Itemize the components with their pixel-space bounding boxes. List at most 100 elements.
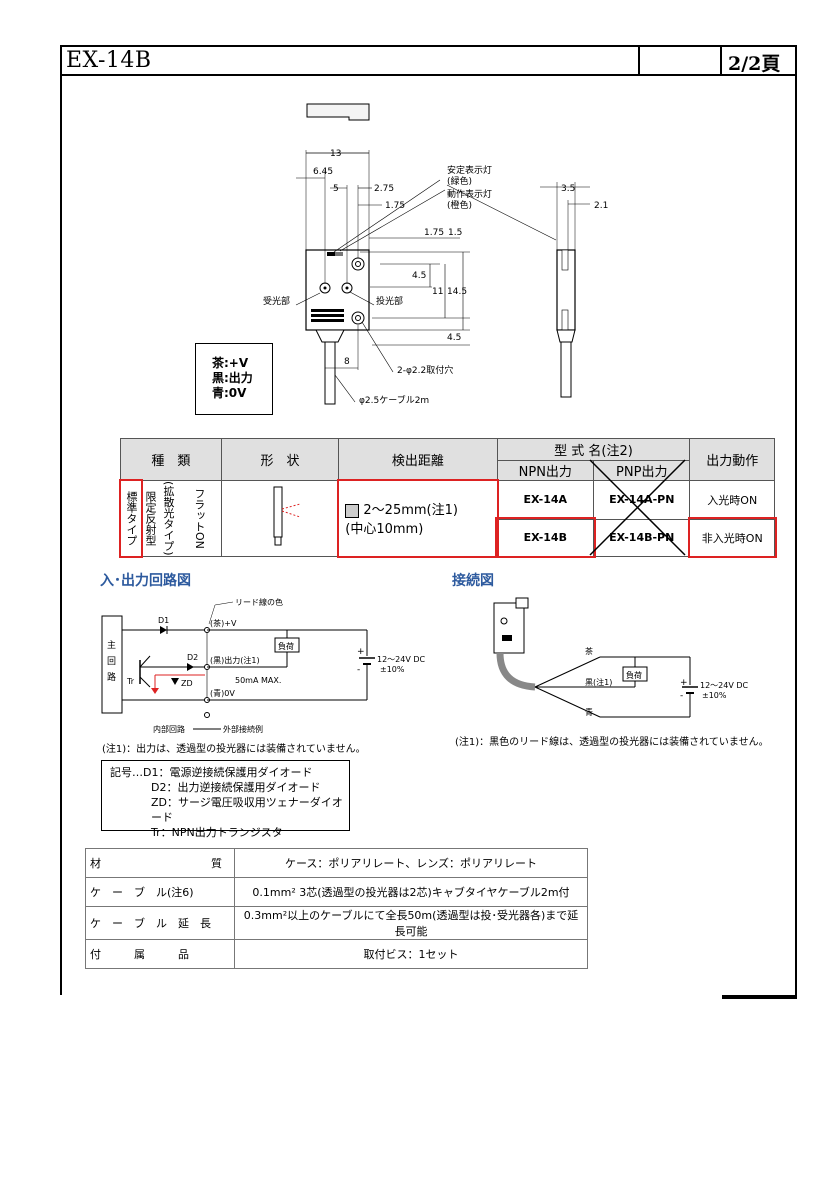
tr-label: Tr [126, 677, 135, 686]
wiring-supply-label: 12〜24V DC [700, 681, 749, 690]
cable-extension-value: 0.3mm²以上のケーブルにて全長50m(透過型は投･受光器各)まで延長可能 [234, 906, 588, 940]
wiring-black-label: 黒(注1) [585, 677, 612, 687]
header-shape: 形 状 [220, 438, 340, 481]
document-id: EX-14B [66, 48, 152, 73]
dim-4-5-b: 4.5 [447, 333, 461, 343]
header-range: 検出距離 [338, 438, 498, 481]
dim-5: 5 [333, 184, 339, 194]
header-npn: NPN出力 [496, 460, 595, 481]
model-spec-table: 種 類 形 状 検出距離 型 式 名(注2) 出力動作 NPN出力 PNP出力 … [118, 438, 777, 559]
wire-plus-label: (茶)+V [210, 618, 237, 628]
cable-value: 0.1mm² 3芯(透過型の投光器は2芯)キャブタイヤケーブル2m付 [234, 877, 588, 907]
wire-zero-label: (青)0V [210, 688, 235, 698]
row2-action: 非入光時ON [687, 517, 777, 559]
frame-bottom-mark [722, 995, 797, 999]
wire-code-blue: 青:0V [212, 386, 247, 400]
dim-1-75-b: 1.75 [424, 228, 444, 238]
wiring-blue-label: 青 [585, 707, 593, 717]
row1-action: 入光時ON [689, 480, 775, 520]
type-diffuse: (拡散光タイプ) [158, 480, 177, 557]
load-label: 負荷 [278, 641, 294, 651]
header-divider [638, 45, 640, 76]
frame-left-border [60, 75, 62, 995]
legend-tr: Tr：NPN出力トランジスタ [151, 826, 283, 839]
stable-led-label: 安定表示灯 [447, 164, 492, 176]
dim-8: 8 [344, 357, 350, 367]
external-example-label: 外部接続例 [223, 724, 263, 734]
symbol-legend: 記号…D1：電源逆接続保護用ダイオード D2：出力逆接続保護用ダイオード ZD：… [101, 760, 350, 839]
dim-6-45: 6.45 [313, 167, 333, 177]
emitter-label: 投光部 [376, 295, 403, 307]
lead-color-label: リード線の色 [235, 597, 283, 607]
main-circuit-char: 主 [107, 639, 116, 651]
header-frame [60, 45, 797, 76]
pnp-cross-out-mark [589, 459, 686, 556]
svg-text:+: + [357, 647, 365, 657]
header-action: 出力動作 [689, 438, 775, 481]
row1-pnp: EX-14A-PN [593, 480, 691, 520]
sensor-shape-icon [273, 486, 301, 546]
cable-extension-label: ケ ー ブ ル 延 長 [85, 906, 235, 940]
range-square-icon [345, 503, 360, 518]
d1-label: D1 [158, 616, 169, 625]
accessory-label: 付 属 品 [85, 939, 235, 969]
legend-d2: D2：出力逆接続保護用ダイオード [151, 781, 321, 794]
type-standard: 標準タイプ [118, 478, 144, 559]
range-sub: (中心10mm) [345, 522, 424, 538]
row2-pnp: EX-14B-PN [593, 518, 691, 557]
wiring-title: 接続図 [452, 573, 494, 589]
type-limited-reflect: 限定反射型 [140, 480, 159, 557]
wire-color-code-box: 茶:+V 黒:出力 青:0V [195, 343, 273, 415]
legend-zd: ZD：サージ電圧吸収用ツェナーダイオード [151, 796, 343, 824]
wiring-diagram: 負荷 + - 12〜24V DC ±10% 茶 黒(注1) 青 [493, 597, 749, 718]
dim-14-5: 14.5 [447, 287, 467, 297]
main-circuit-char: 路 [107, 671, 116, 683]
header-pnp: PNP出力 [593, 460, 691, 481]
zd-label: ZD [181, 679, 193, 688]
svg-text:-: - [357, 665, 360, 675]
wiring-load-label: 負荷 [626, 670, 642, 680]
dim-2-1: 2.1 [594, 201, 608, 211]
header-pnp-label: PNP出力 [616, 465, 668, 480]
frame-right-border [795, 75, 797, 997]
header-divider [720, 45, 722, 76]
circuit-note: (注1)：出力は、透過型の投光器には装備されていません。 [102, 744, 366, 755]
range-cell: 2〜25mm(注1) (中心10mm) [336, 478, 500, 559]
material-label: 材 質 [85, 848, 235, 878]
wiring-brown-label: 茶 [585, 646, 593, 656]
wire-code-brown: 茶:+V [212, 356, 249, 370]
wire-output-label: (黒)出力(注1) [210, 655, 260, 665]
stable-led-color: (緑色) [447, 175, 472, 187]
tolerance-label: ±10% [380, 665, 405, 674]
dimension-drawing: 13 6.45 5 2.75 1.75 1.75 1.5 4.5 11 14.5… [263, 103, 608, 406]
dim-1-75-a: 1.75 [385, 201, 405, 211]
row2-npn: EX-14B [495, 517, 596, 559]
current-label: 50mA MAX. [235, 676, 281, 685]
wiring-tolerance-label: ±10% [702, 691, 727, 700]
receiver-label: 受光部 [263, 295, 290, 307]
supply-label: 12〜24V DC [377, 655, 426, 664]
page-number: 2/2頁 [728, 53, 781, 75]
material-table: 材 質 ケース：ポリアリレート、レンズ：ポリアリレート ケ ー ブ ル(注6) … [85, 848, 588, 969]
d2-label: D2 [187, 653, 198, 662]
operation-led-color: (橙色) [447, 199, 472, 211]
operation-led-label: 動作表示灯 [447, 188, 492, 200]
wiring-note: (注1)：黒色のリード線は、透過型の投光器には装備されていません。 [455, 737, 769, 748]
accessory-value: 取付ビス：1セット [234, 939, 588, 969]
header-type: 種 類 [120, 438, 222, 481]
svg-text:-: - [680, 691, 683, 701]
legend-d1: 記号…D1：電源逆接続保護用ダイオード [110, 766, 313, 779]
circuit-title: 入･出力回路図 [100, 573, 191, 589]
internal-circuit-label: 内部回路 [153, 724, 185, 734]
shape-cell [220, 480, 340, 557]
dim-11: 11 [432, 287, 443, 297]
cable-label: φ2.5ケーブル2m [359, 394, 429, 406]
material-value: ケース：ポリアリレート、レンズ：ポリアリレート [234, 848, 588, 878]
dim-3-5: 3.5 [561, 184, 575, 194]
dim-13: 13 [330, 149, 341, 159]
io-circuit-diagram: 主 回 路 D1 D2 Tr ZD 負荷 + - 12〜24V DC ±10% … [101, 597, 426, 734]
dim-4-5-a: 4.5 [412, 271, 426, 281]
type-flat-on: フラットON [176, 480, 222, 557]
main-circuit-char: 回 [107, 656, 116, 667]
row1-npn: EX-14A [496, 480, 595, 520]
